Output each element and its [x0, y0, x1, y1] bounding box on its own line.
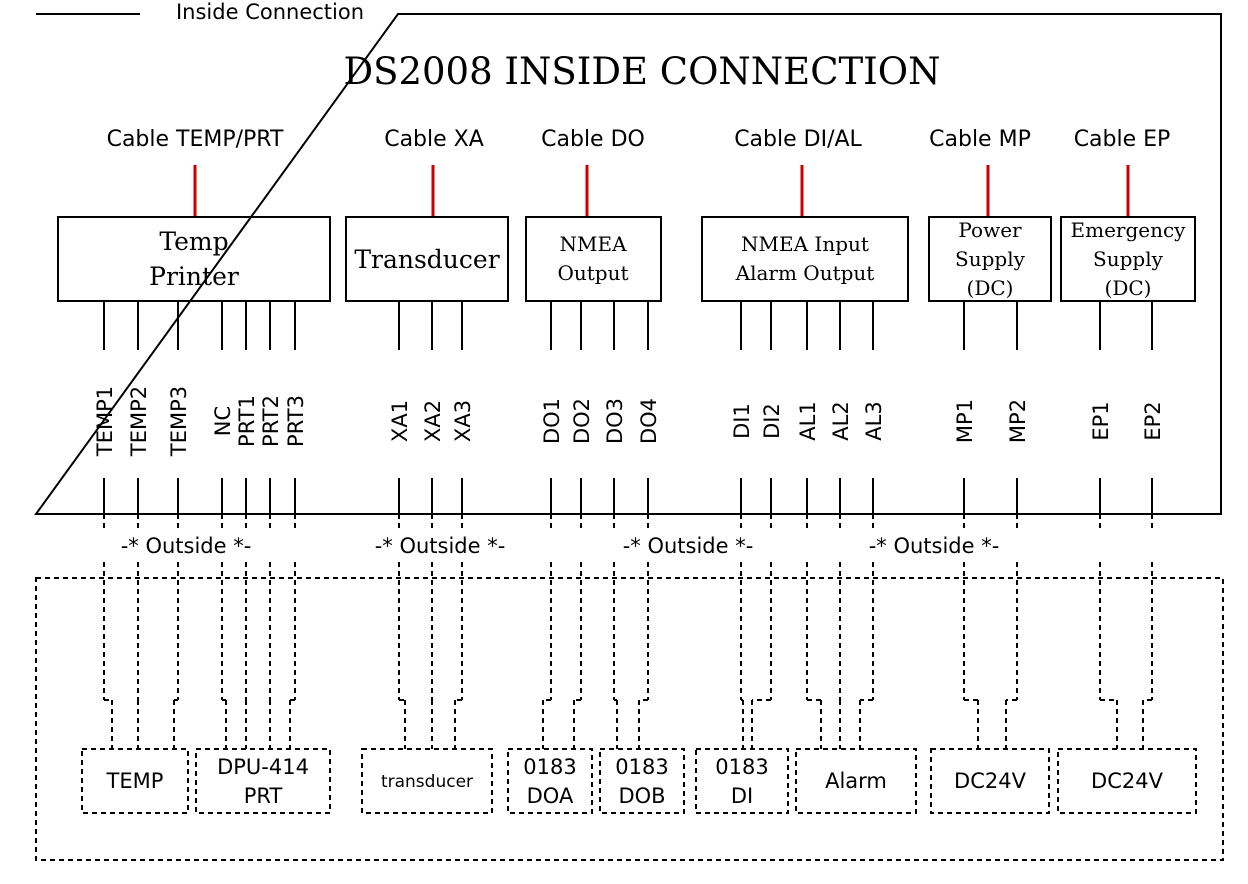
device-box-alarm [795, 748, 917, 814]
device-temp-label: TEMP [106, 769, 164, 793]
box-transducer-line1: Transducer [354, 245, 499, 274]
pin-label-prt2: PRT2 [259, 395, 283, 447]
pin-label-prt1: PRT1 [235, 395, 259, 447]
device-box-temp [81, 748, 189, 814]
box-mp-line1: Power [958, 218, 1022, 242]
device-alarm-label: Alarm [825, 769, 887, 793]
box-do-line1: NMEA [559, 232, 627, 256]
pin-label-xa3: XA3 [451, 400, 475, 442]
pin-label-ep1: EP1 [1089, 401, 1113, 440]
pin-label-do3: DO3 [603, 398, 627, 444]
device-doa-line1: 0183 [523, 755, 576, 779]
device-box-di [695, 748, 789, 814]
box-temp-line2: Printer [149, 262, 239, 291]
box-mp-line3: (DC) [967, 276, 1014, 300]
device-dpu-line1: DPU-414 [217, 755, 309, 779]
device-di-line1: 0183 [715, 755, 768, 779]
cable-label-do: Cable DO [541, 127, 645, 152]
box-mp-line2: Supply [955, 247, 1026, 271]
box-ep-line3: (DC) [1105, 276, 1152, 300]
pin-label-di2: DI2 [760, 403, 784, 439]
pin-label-prt3: PRT3 [284, 395, 308, 447]
box-emergency-supply [1060, 216, 1196, 302]
box-ep-line2: Supply [1093, 247, 1164, 271]
box-temp-printer [57, 216, 331, 302]
diagram-title: DS2008 INSIDE CONNECTION [343, 50, 940, 93]
pin-label-xa1: XA1 [388, 400, 412, 442]
box-transducer [345, 216, 509, 302]
cable-label-xa: Cable XA [384, 127, 484, 152]
pin-label-ep2: EP2 [1141, 401, 1165, 440]
outside-label-3: -* Outside *- [623, 534, 754, 558]
box-power-supply [928, 216, 1052, 302]
cable-label-ep: Cable EP [1074, 127, 1171, 152]
device-box-dob [599, 748, 685, 814]
box-dial-line1: NMEA Input [741, 232, 869, 256]
pin-label-al3: AL3 [862, 401, 886, 440]
device-doa-line2: DOA [527, 784, 574, 808]
cable-label-di-al: Cable DI/AL [734, 127, 862, 152]
box-nmea-output [525, 216, 662, 302]
pin-label-xa2: XA2 [421, 400, 445, 442]
box-dial-line2: Alarm Output [735, 261, 875, 285]
box-ep-line1: Emergency [1071, 218, 1187, 242]
box-do-line2: Output [557, 261, 628, 285]
device-dc24v-2-label: DC24V [1091, 769, 1164, 793]
box-nmea-input-alarm [701, 216, 909, 302]
pin-label-do1: DO1 [540, 398, 564, 444]
pin-label-mp2: MP2 [1006, 399, 1030, 443]
pin-label-nc: NC [211, 406, 235, 436]
box-temp-line1: Temp [159, 227, 228, 256]
pin-label-do2: DO2 [570, 398, 594, 444]
pin-label-mp1: MP1 [953, 399, 977, 443]
pin-label-do4: DO4 [637, 398, 661, 444]
cable-label-mp: Cable MP [929, 127, 1031, 152]
outside-label-2: -* Outside *- [375, 534, 506, 558]
outside-label-1: -* Outside *- [121, 534, 252, 558]
device-box-dpu414 [195, 748, 331, 814]
inside-frame-label: Inside Connection [176, 0, 364, 24]
pin-label-temp3: TEMP3 [167, 386, 191, 457]
device-box-doa [507, 748, 593, 814]
cable-label-temp-prt: Cable TEMP/PRT [107, 127, 284, 152]
device-di-line2: DI [731, 784, 753, 808]
pin-label-di1: DI1 [730, 403, 754, 439]
inside-frame: Inside Connection [34, 0, 1222, 515]
device-box-dc24v-1 [930, 748, 1050, 814]
device-dob-line1: 0183 [615, 755, 668, 779]
outside-label-4: -* Outside *- [869, 534, 1000, 558]
pin-label-al1: AL1 [796, 401, 820, 440]
device-transducer-label: transducer [381, 772, 473, 792]
outside-frame [35, 577, 1224, 861]
device-dob-line2: DOB [618, 784, 665, 808]
pin-label-al2: AL2 [829, 401, 853, 440]
device-dpu-line2: PRT [244, 784, 283, 808]
pin-label-temp2: TEMP2 [127, 386, 151, 457]
device-dc24v-1-label: DC24V [954, 769, 1027, 793]
device-box-dc24v-2 [1057, 748, 1197, 814]
device-box-transducer [361, 748, 493, 814]
cable-stubs [193, 165, 1130, 217]
pin-label-temp1: TEMP1 [93, 386, 117, 457]
